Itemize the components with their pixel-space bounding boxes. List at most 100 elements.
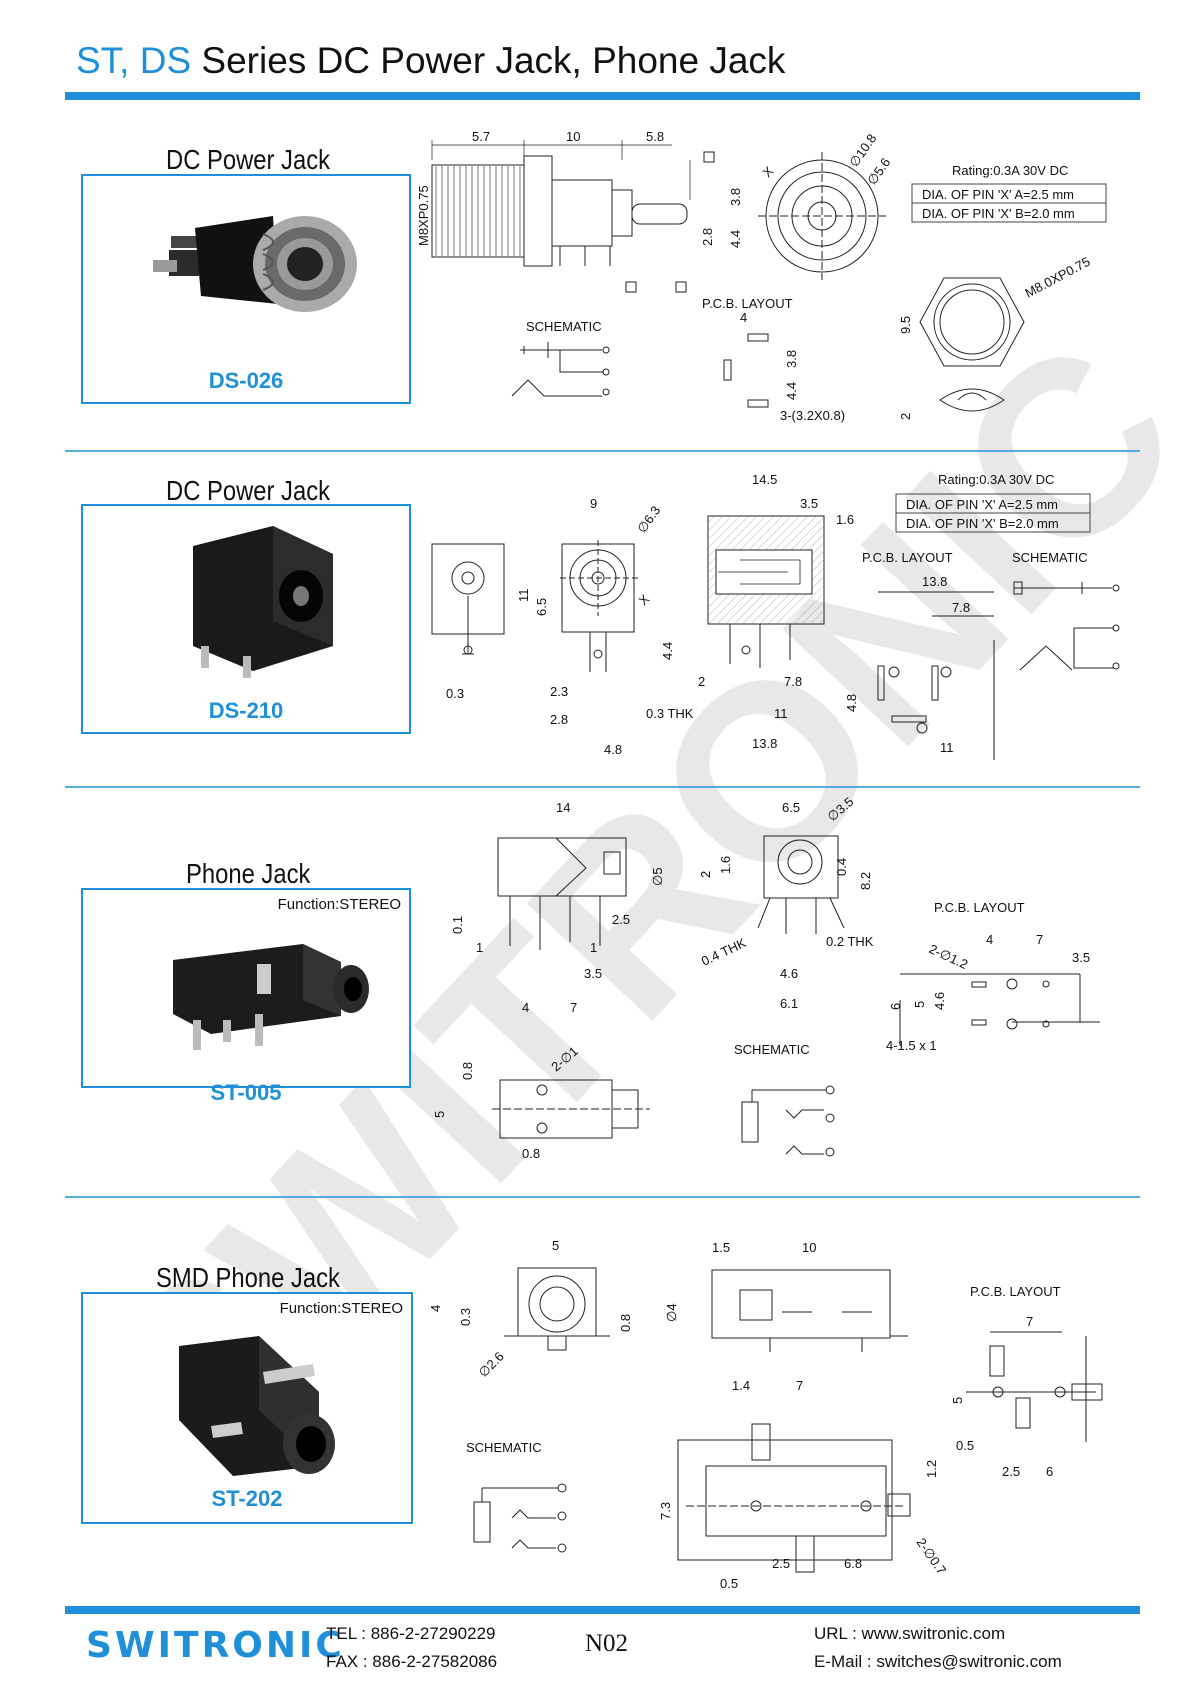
dim-label: 4	[986, 932, 993, 947]
dim-label: 3-(3.2X0.8)	[780, 408, 845, 423]
dia-b-text: DIA. OF PIN 'X' B=2.0 mm	[922, 206, 1075, 221]
section-title: DC Power Jack	[166, 144, 330, 175]
dim-label: 6.1	[780, 996, 798, 1011]
schematic-label: SCHEMATIC	[466, 1440, 542, 1455]
st-202-side-view	[711, 1269, 891, 1339]
dim-label: 4.4	[784, 382, 799, 400]
dim-label: 6	[888, 1003, 903, 1010]
dim-label: 3.5	[1072, 950, 1090, 965]
dim-label: 2	[898, 413, 913, 420]
dim-label: 4	[522, 1000, 529, 1015]
dim-label: 1	[476, 940, 483, 955]
product-photo-box: Function:STEREO ST-202	[81, 1292, 413, 1524]
dim-label: 6.5	[534, 598, 549, 616]
dim-label: 3.8	[784, 350, 799, 368]
ds-026-photo	[153, 216, 357, 312]
footer-rule	[65, 1606, 1140, 1614]
dim-label: 11	[940, 740, 954, 755]
dia-a-text: DIA. OF PIN 'X' A=2.5 mm	[906, 497, 1058, 512]
pcb-label: P.C.B. LAYOUT	[702, 296, 793, 311]
web-contact: URL : www.switronic.com E-Mail : switche…	[814, 1620, 1062, 1676]
product-photo-box: DS-026	[81, 174, 411, 404]
model-name: ST-005	[210, 1080, 282, 1105]
dim-label: M8.0XP0.75	[1022, 254, 1092, 301]
pcb-label: P.C.B. LAYOUT	[934, 900, 1025, 915]
dim-label: 7	[1026, 1314, 1033, 1329]
dim-label: ∅6.3	[634, 503, 663, 536]
st-005-front-view	[763, 835, 839, 899]
dim-label: 4.4	[660, 642, 675, 660]
dim-label: 4	[428, 1305, 443, 1312]
dim-label: 1.4	[732, 1378, 750, 1393]
schematic-label: SCHEMATIC	[1012, 550, 1088, 565]
dim-label: 6.8	[844, 1556, 862, 1571]
section-divider	[65, 1196, 1140, 1198]
dim-label: 0.4 THK	[699, 935, 749, 969]
function-label: Function:STEREO	[277, 896, 401, 913]
dim-label: 5.8	[646, 129, 664, 144]
phone-contact: TEL : 886-2-27290229 FAX : 886-2-2758208…	[326, 1620, 497, 1676]
ds-026-drawings: 5.7 10 5.8 M8XP0.75 3.8 2.8 4.4 ∅10.8 ∅5…	[416, 129, 1107, 423]
dim-label: 7.8	[784, 674, 802, 689]
dim-label: 0.3	[446, 686, 464, 701]
dim-label: 2.5	[612, 912, 630, 927]
dim-label: 4.6	[780, 966, 798, 981]
page-title: ST, DS Series DC Power Jack, Phone Jack	[76, 40, 785, 82]
dim-label: 7	[570, 1000, 577, 1015]
dim-label: M8XP0.75	[416, 185, 431, 246]
dim-label: 4.8	[604, 742, 622, 757]
dim-label: 1.6	[718, 856, 733, 874]
model-name: DS-210	[208, 698, 284, 723]
rating-text: Rating:0.3A 30V DC	[952, 163, 1068, 178]
dim-label: 7.8	[952, 600, 970, 615]
brand-logo: SWITRONIC	[86, 1625, 345, 1666]
dim-label: ∅5	[650, 867, 665, 886]
dim-label: 0.5	[720, 1576, 738, 1591]
dim-label: ∅4	[664, 1303, 679, 1322]
dim-label: 2-∅1	[548, 1043, 581, 1074]
st-202-front-view	[517, 1267, 597, 1337]
dim-label: 1	[590, 940, 597, 955]
dim-label: 4.8	[844, 694, 859, 712]
dim-label: 5	[432, 1111, 447, 1118]
pcb-label: P.C.B. LAYOUT	[970, 1284, 1061, 1299]
fax-text: FAX : 886-2-27582086	[326, 1652, 498, 1671]
dim-label: 4	[740, 310, 747, 325]
dim-label: 0.2 THK	[826, 934, 874, 949]
section-title: DC Power Jack	[166, 475, 330, 506]
dim-label: 1.2	[924, 1460, 939, 1478]
dim-label: 10	[566, 129, 580, 144]
email-link[interactable]: E-Mail : switches@switronic.com	[814, 1652, 1062, 1671]
dim-label: 1.5	[712, 1240, 730, 1255]
dim-label: 4-1.5 x 1	[886, 1038, 937, 1053]
dim-label: 11	[774, 706, 788, 721]
dim-label: X	[636, 591, 653, 608]
dim-label: 7	[1036, 932, 1043, 947]
dim-label: 2	[698, 674, 705, 689]
section-title: Phone Jack	[186, 858, 311, 889]
dim-label: 2.8	[550, 712, 568, 727]
st-202-photo	[179, 1336, 335, 1476]
ds-210-photo	[193, 526, 333, 678]
section-divider	[65, 786, 1140, 788]
dim-label: 2-∅0.7	[914, 1535, 950, 1577]
st-005-drawings: 14 ∅5 0.1 1 1 2.5 3.5 4 7 6.5 ∅3.5 2 1.6…	[432, 794, 1100, 1161]
dim-label: 11	[516, 589, 531, 603]
dim-label: 14	[556, 800, 570, 815]
st-005-top-view	[497, 837, 627, 897]
section-title: SMD Phone Jack	[156, 1262, 340, 1293]
model-name: DS-026	[208, 368, 284, 393]
pcb-label: P.C.B. LAYOUT	[862, 550, 953, 565]
dim-label: 13.8	[752, 736, 777, 751]
dim-label: 5.7	[472, 129, 490, 144]
dim-label: 3.5	[800, 496, 818, 511]
function-label: Function:STEREO	[279, 1300, 403, 1317]
dim-label: ∅5.6	[864, 155, 893, 188]
dim-label: 0.5	[956, 1438, 974, 1453]
title-highlight: ST, DS	[76, 40, 192, 81]
url-link[interactable]: URL : www.switronic.com	[814, 1624, 1006, 1643]
st-202-bottom-view	[677, 1439, 893, 1561]
header-rule	[65, 92, 1140, 100]
dim-label: 8.2	[858, 872, 873, 890]
